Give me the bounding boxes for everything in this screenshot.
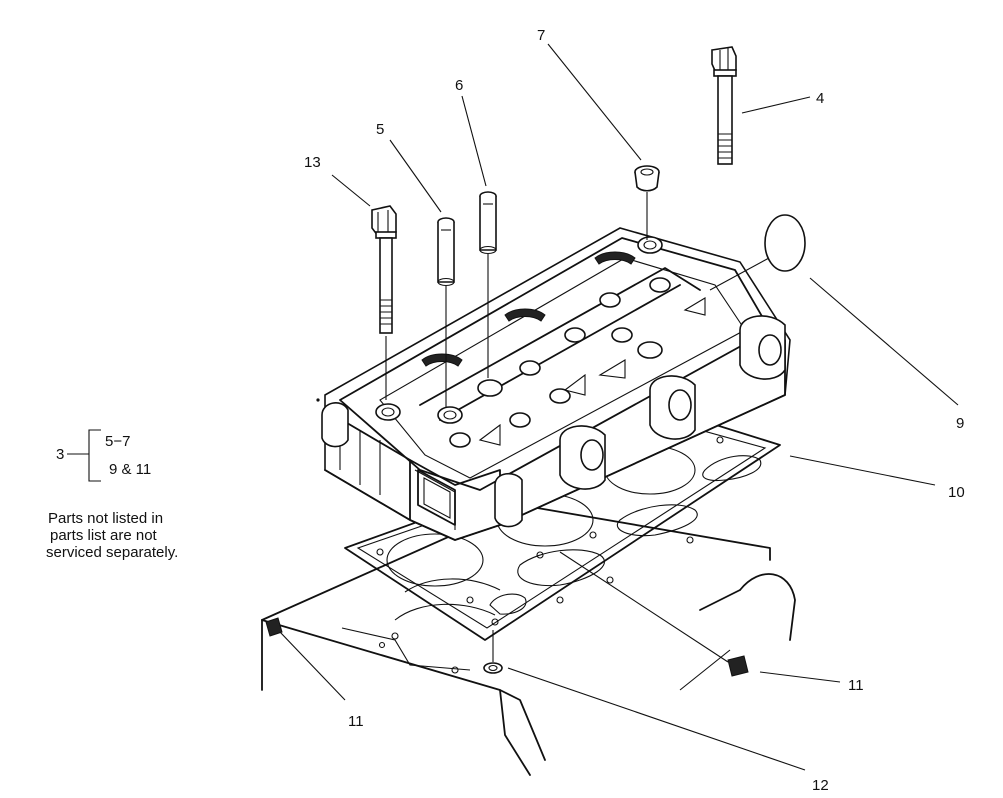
callout-12: 12	[812, 777, 829, 794]
washer-12	[483, 630, 503, 674]
kit-group-b: 9 & 11	[109, 461, 151, 478]
callout-leaders	[279, 43, 959, 771]
dowel-pin-left	[265, 617, 283, 637]
callout-9: 9	[956, 415, 964, 432]
callout-11-left: 11	[348, 713, 364, 730]
note-line-3: serviced separately.	[46, 544, 179, 561]
kit-bracket: 3 5−7 9 & 11	[56, 429, 151, 482]
callout-7: 7	[537, 27, 545, 44]
callout-13: 13	[304, 154, 321, 171]
engine-block	[261, 504, 796, 776]
kit-group-a: 5−7	[105, 433, 130, 450]
service-note: Parts not listed in parts list are not s…	[44, 510, 234, 561]
bolt-4	[711, 46, 737, 165]
cylinder-head	[321, 227, 791, 541]
valve-guide-5	[437, 217, 455, 408]
callout-4: 4	[816, 90, 824, 107]
callout-5: 5	[376, 121, 384, 138]
note-line-2: parts list are not	[50, 527, 157, 544]
head-bolt-13	[371, 205, 397, 400]
callout-11-right: 11	[848, 677, 864, 694]
expansion-plug-9	[709, 214, 806, 291]
callout-10: 10	[948, 484, 965, 501]
note-line-1: Parts not listed in	[48, 510, 164, 527]
valve-seal-7	[634, 165, 660, 240]
callout-3: 3	[56, 446, 64, 463]
valve-guide-6	[479, 191, 497, 378]
dowel-pin-right	[559, 551, 749, 677]
callout-6: 6	[455, 77, 463, 94]
